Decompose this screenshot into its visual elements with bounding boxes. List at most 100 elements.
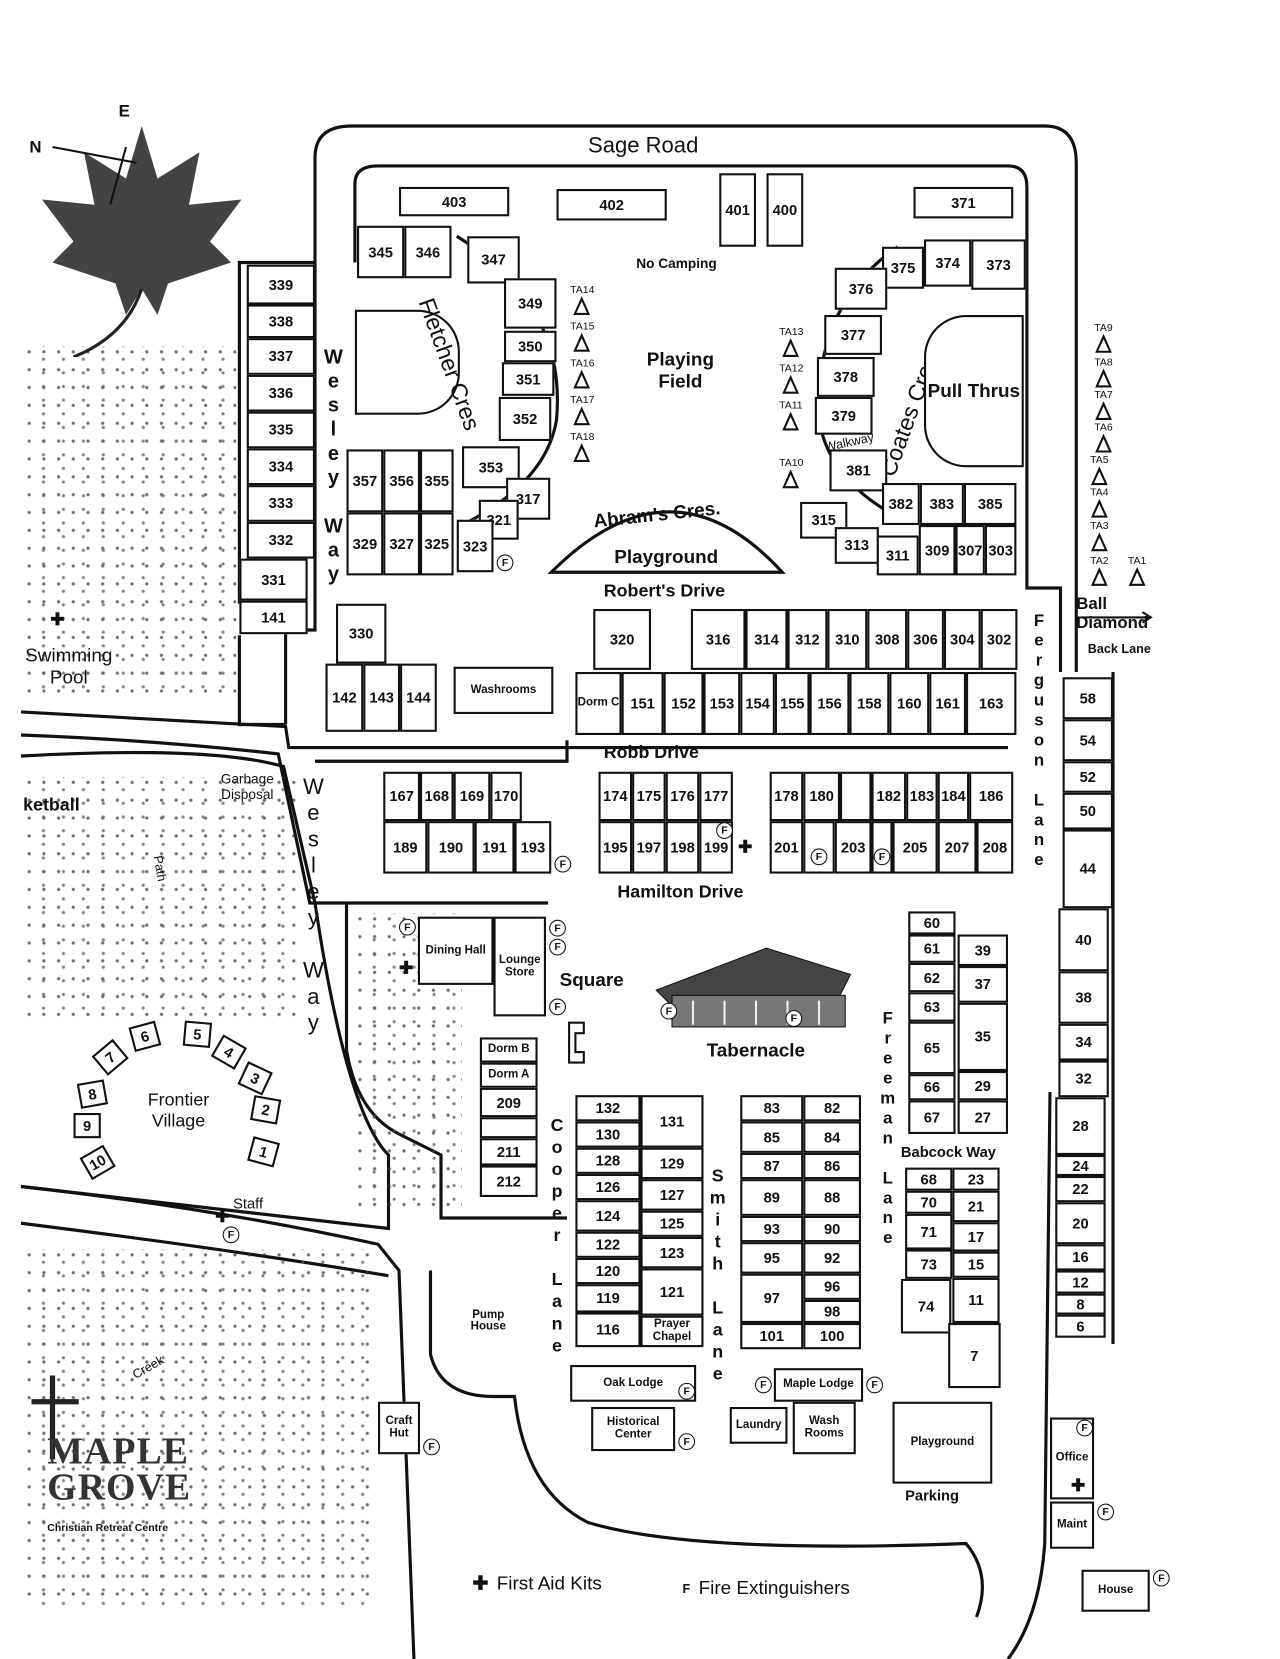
trailer-site-label: TA5 [1090,454,1109,467]
first-aid-cross-icon: ✚ [472,1572,489,1594]
campsite-88: 88 [803,1179,861,1216]
compass-north: N [29,138,42,157]
campsite-11: 11 [952,1277,1000,1323]
campsite-142: 142 [325,663,364,732]
campsite-349: 349 [503,278,557,329]
trailer-site-ta7: TA7 [1092,390,1115,420]
campsite-22: 22 [1055,1176,1106,1203]
trailer-site-label: TA4 [1090,487,1109,499]
campsite-86: 86 [803,1152,861,1180]
first-aid-cross-icon: ✚ [738,838,753,857]
trailer-site-ta3: TA3 [1088,521,1111,552]
trailer-site-label: TA11 [779,400,803,412]
dining-hall: Dining Hall [417,916,494,985]
campsite-27: 27 [957,1100,1008,1134]
campsite-93: 93 [740,1215,804,1243]
campsite-357: 357 [346,449,384,513]
trailer-site-ta15: TA15 [570,321,595,352]
campsite-89: 89 [740,1179,804,1216]
robb-drive-label: Robb Drive [603,742,699,763]
campsite-205: 205 [892,821,938,874]
hamilton-drive-label: Hamilton Drive [617,881,744,902]
trailer-site-ta16: TA16 [570,358,595,389]
fire-extinguisher-icon: F [785,1010,803,1027]
campsite-320: 320 [593,609,651,670]
campsite-175: 175 [632,771,666,822]
wesley-way-lower-label: Wesley Way [301,774,326,1038]
campsite-329: 329 [346,512,384,576]
compass-east: E [118,102,130,121]
campsite-311: 311 [876,535,919,576]
campsite-381: 381 [829,449,888,492]
campsite-313: 313 [834,527,879,564]
campsite-152: 152 [663,672,704,735]
campsite-90: 90 [803,1215,861,1243]
campsite-29: 29 [957,1071,1008,1101]
campsite-308: 308 [867,609,908,670]
campsite-303: 303 [984,525,1017,576]
triangle-marker-icon [782,469,800,489]
campsite-352: 352 [498,396,552,441]
fire-extinguisher-icon: F [682,1580,691,1596]
campsite-119: 119 [575,1284,641,1313]
campsite-85: 85 [740,1121,804,1153]
triangle-marker-icon [1090,532,1108,552]
playground-north-label: Playground [614,546,719,567]
tabernacle-building-icon [655,947,852,1028]
campsite-28: 28 [1055,1097,1106,1155]
campsite-143: 143 [363,663,401,732]
trailer-site-label: TA8 [1094,356,1113,369]
legend-fire-label: Fire Extinguishers [698,1577,850,1599]
laundry: Laundry [729,1406,788,1444]
freeman-lane-label: Freeman Lane [878,1010,897,1250]
campsite-332: 332 [246,521,315,559]
campsite-70: 70 [905,1190,953,1214]
tabernacle-label: Tabernacle [706,1039,806,1061]
campsite-310: 310 [827,609,868,670]
first-aid-cross-icon: ✚ [50,611,65,629]
parking-label: Parking [905,1486,960,1504]
campsite-83: 83 [740,1095,804,1122]
fire-extinguisher-icon: F [222,1226,240,1244]
trailer-site-label: TA16 [570,358,595,370]
blank-lot [803,821,835,874]
campsite-120: 120 [575,1257,641,1285]
campsite-32: 32 [1058,1060,1109,1098]
campsite-98: 98 [803,1299,861,1323]
campsite-401: 401 [719,173,756,247]
first-aid-cross-icon: ✚ [1071,1477,1086,1496]
playground: Playground [892,1401,993,1484]
campsite-73: 73 [905,1249,953,1279]
campsite-130: 130 [575,1121,641,1148]
blank-lot [479,1117,538,1139]
oak-lodge: Oak Lodge [570,1364,697,1402]
campsite-71: 71 [905,1213,953,1250]
trailer-site-label: TA15 [570,321,595,333]
campsite-207: 207 [937,821,977,874]
campsite-186: 186 [969,771,1014,822]
campsite-124: 124 [575,1200,641,1232]
woods-texture [26,776,300,1019]
maple-lodge: Maple Lodge [773,1368,864,1402]
campsite-375: 375 [881,246,924,289]
campsite-334: 334 [246,448,315,486]
campsite-21: 21 [952,1190,1000,1223]
logo-subtitle: Christian Retreat Centre [47,1522,169,1535]
frontier-cabin-5: 5 [182,1020,213,1048]
trailer-site-ta17: TA17 [570,395,594,426]
campsite-376: 376 [834,267,888,310]
campsite-379: 379 [814,396,873,435]
campsite-58: 58 [1062,677,1113,720]
campsite-316: 316 [690,609,746,670]
trailer-site-label: TA14 [570,284,595,297]
campsite-155: 155 [774,672,810,735]
frontier-cabin-2: 2 [250,1095,282,1125]
trailer-site-ta12: TA12 [779,364,803,394]
campsite-54: 54 [1062,719,1113,762]
frontier-cabin-9: 9 [73,1113,101,1139]
triangle-marker-icon [1090,567,1108,586]
campsite-312: 312 [787,609,828,670]
campsite-38: 38 [1058,971,1109,1024]
campsite-156: 156 [809,672,850,735]
fire-extinguisher-icon: F [1152,1569,1170,1587]
